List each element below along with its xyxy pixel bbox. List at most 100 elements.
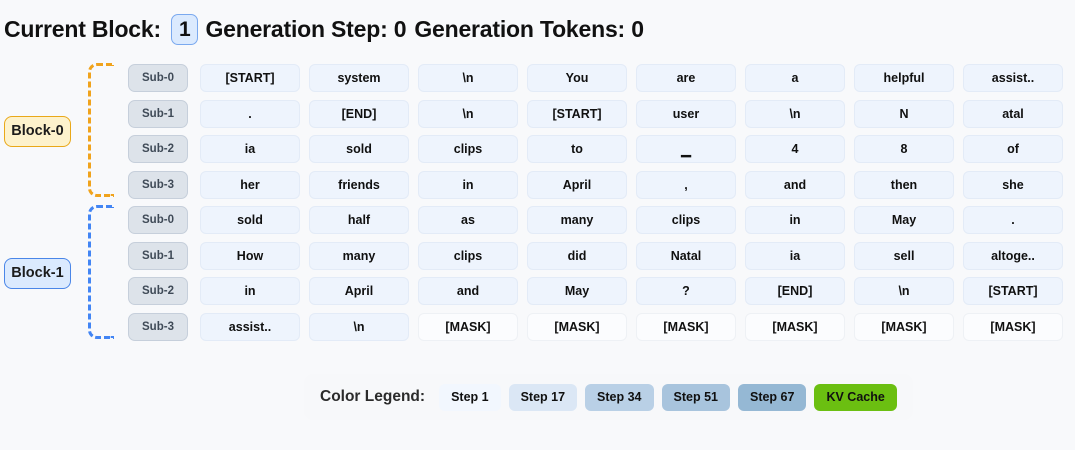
legend-swatch[interactable]: Step 51	[661, 383, 730, 411]
token-cell[interactable]: clips	[418, 135, 518, 163]
token-cell[interactable]: [MASK]	[418, 312, 518, 341]
token-cell[interactable]: a	[745, 64, 845, 92]
token-cell[interactable]: N	[854, 99, 954, 128]
token-cell[interactable]: Natal	[636, 241, 736, 270]
token-cell[interactable]: How	[200, 241, 300, 270]
token-cell[interactable]: ,	[636, 170, 736, 199]
token-cell[interactable]: \n	[418, 64, 518, 92]
token-cell[interactable]: in	[745, 206, 845, 234]
token-cell[interactable]: altoge..	[963, 241, 1063, 270]
color-legend-title: Color Legend:	[320, 388, 426, 405]
legend-swatch[interactable]: Step 17	[508, 383, 578, 411]
token-cell[interactable]: sold	[309, 135, 409, 163]
token-cell[interactable]: \n	[418, 99, 518, 128]
token-row: assist.. \n [MASK] [MASK] [MASK] [MASK] [MASK]…	[200, 312, 1063, 341]
token-cell[interactable]: [START]	[200, 64, 300, 92]
token-cell[interactable]: user	[636, 99, 736, 128]
token-cell[interactable]: .	[963, 206, 1063, 234]
sub-block-label-0[interactable]: Sub-0	[128, 206, 188, 234]
token-cell[interactable]: and	[745, 170, 845, 199]
token-cell[interactable]: [END]	[309, 99, 409, 128]
token-cell[interactable]: many	[309, 241, 409, 270]
token-cell[interactable]: are	[636, 64, 736, 92]
token-cell[interactable]: sell	[854, 241, 954, 270]
token-cell[interactable]: did	[527, 241, 627, 270]
block-label-block-0[interactable]: Block-0	[4, 115, 71, 147]
legend-swatch[interactable]: Step 67	[737, 383, 807, 411]
token-cell[interactable]: \n	[745, 99, 845, 128]
token-cell[interactable]: of	[963, 135, 1063, 163]
token-cell[interactable]: May	[527, 277, 627, 305]
block-bracket	[88, 63, 114, 197]
token-cell[interactable]: \n	[854, 277, 954, 305]
generation-tokens-label: Generation Tokens: 0	[414, 16, 644, 42]
sub-block-label-3[interactable]: Sub-3	[128, 312, 188, 341]
token-cell[interactable]: helpful	[854, 64, 954, 92]
token-cell[interactable]: 4	[745, 135, 845, 163]
token-cell[interactable]: her	[200, 170, 300, 199]
token-cell[interactable]: assist..	[200, 312, 300, 341]
token-cell[interactable]: [MASK]	[636, 312, 736, 341]
token-cell[interactable]: ?	[636, 277, 736, 305]
sub-block-label-0[interactable]: Sub-0	[128, 64, 188, 92]
token-cell[interactable]: atal	[963, 99, 1063, 128]
current-block-label: Current Block:	[4, 16, 161, 42]
token-cell[interactable]: system	[309, 64, 409, 92]
token-cell[interactable]: and	[418, 277, 518, 305]
token-cell[interactable]: May	[854, 206, 954, 234]
token-cell[interactable]: 8	[854, 135, 954, 163]
sub-block-label-3[interactable]: Sub-3	[128, 170, 188, 199]
token-cell[interactable]: clips	[418, 241, 518, 270]
sub-block-label-2[interactable]: Sub-2	[128, 277, 188, 305]
generation-step-label: Generation Step: 0	[205, 16, 407, 42]
token-cell[interactable]: April	[309, 277, 409, 305]
token-cell[interactable]: she	[963, 170, 1063, 199]
token-cell[interactable]: then	[854, 170, 954, 199]
token-cell[interactable]: as	[418, 206, 518, 234]
block-bracket	[88, 205, 114, 339]
legend-swatch[interactable]: KV Cache	[814, 383, 897, 411]
token-cell[interactable]: to	[527, 135, 627, 163]
token-cell[interactable]: April	[527, 170, 627, 199]
token-cell[interactable]: [START]	[963, 277, 1063, 305]
sub-block-label-1[interactable]: Sub-1	[128, 241, 188, 270]
token-cell[interactable]: ia	[200, 135, 300, 163]
token-cell[interactable]: [START]	[527, 99, 627, 128]
token-cell[interactable]: half	[309, 206, 409, 234]
token-cell[interactable]: [MASK]	[854, 312, 954, 341]
token-cell[interactable]: \n	[309, 312, 409, 341]
current-block-value-badge: 1	[170, 14, 199, 45]
token-cell[interactable]: ia	[745, 241, 845, 270]
token-cell[interactable]: many	[527, 206, 627, 234]
token-cell[interactable]: clips	[636, 206, 736, 234]
token-cell[interactable]: .	[200, 99, 300, 128]
token-cell[interactable]: [END]	[745, 277, 845, 305]
block-label-block-1[interactable]: Block-1	[4, 257, 71, 289]
token-cell[interactable]: in	[418, 170, 518, 199]
sub-block-label-2[interactable]: Sub-2	[128, 135, 188, 163]
token-cell[interactable]: You	[527, 64, 627, 92]
legend-swatch[interactable]: Step 1	[439, 383, 501, 411]
token-cell[interactable]: sold	[200, 206, 300, 234]
token-cell[interactable]: [MASK]	[963, 312, 1063, 341]
legend-swatch[interactable]: Step 34	[585, 383, 654, 411]
status-header: Current Block: 1 Generation Step: 0 Gene…	[4, 14, 652, 45]
sub-block-label-1[interactable]: Sub-1	[128, 99, 188, 128]
token-row: in April and May? [END] \n [START]	[200, 277, 1063, 305]
token-cell[interactable]: friends	[309, 170, 409, 199]
token-cell[interactable]: ▁	[636, 135, 736, 163]
token-cell[interactable]: in	[200, 277, 300, 305]
token-cell[interactable]: [MASK]	[527, 312, 627, 341]
token-cell[interactable]: assist..	[963, 64, 1063, 92]
token-cell[interactable]: [MASK]	[745, 312, 845, 341]
